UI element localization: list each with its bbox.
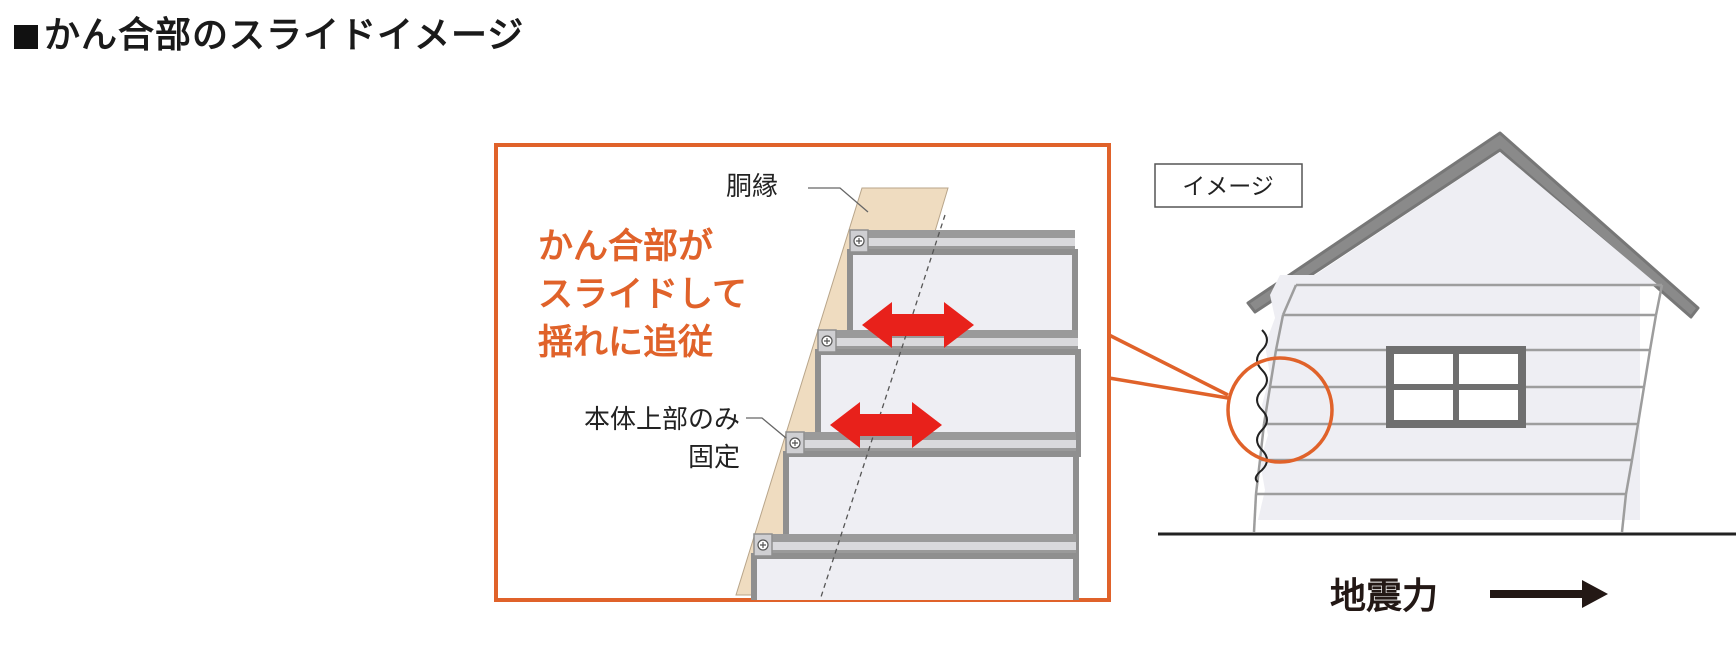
siding-board-4 — [751, 533, 1079, 600]
right-arrow-icon — [1490, 580, 1608, 608]
double-headed-arrow-icon — [830, 402, 942, 448]
furring-strip-label: 胴縁 — [726, 172, 778, 202]
fixed-label-line-2: 固定 — [688, 443, 740, 473]
house-gable — [1300, 152, 1658, 285]
house-illustration — [1246, 131, 1700, 533]
highlight-circle — [1226, 356, 1334, 464]
image-badge — [1154, 163, 1303, 208]
fixed-label-line-1: 本体上部のみ — [584, 405, 740, 435]
house-window — [1386, 346, 1526, 428]
leader-line — [746, 417, 787, 439]
headline-line-2: スライドして — [538, 275, 747, 315]
house-roof — [1246, 131, 1700, 319]
headline-line-1: かん合部が — [538, 227, 713, 267]
dashed-guide-line — [819, 214, 946, 600]
page-title: かん合部のスライドイメージ — [14, 6, 524, 58]
siding-cross-section — [735, 187, 1081, 600]
leader-line — [808, 187, 869, 213]
page-title-text: かん合部のスライドイメージ — [44, 15, 525, 56]
title-square-icon — [14, 25, 38, 49]
callout-connector — [1108, 333, 1229, 400]
image-badge-label: イメージ — [1182, 174, 1274, 200]
headline-line-3: 揺れに追従 — [538, 323, 713, 363]
seismic-force-label: 地震力 — [1330, 576, 1438, 617]
double-headed-arrow-icon — [862, 302, 974, 348]
wavy-line-icon — [1254, 329, 1268, 483]
